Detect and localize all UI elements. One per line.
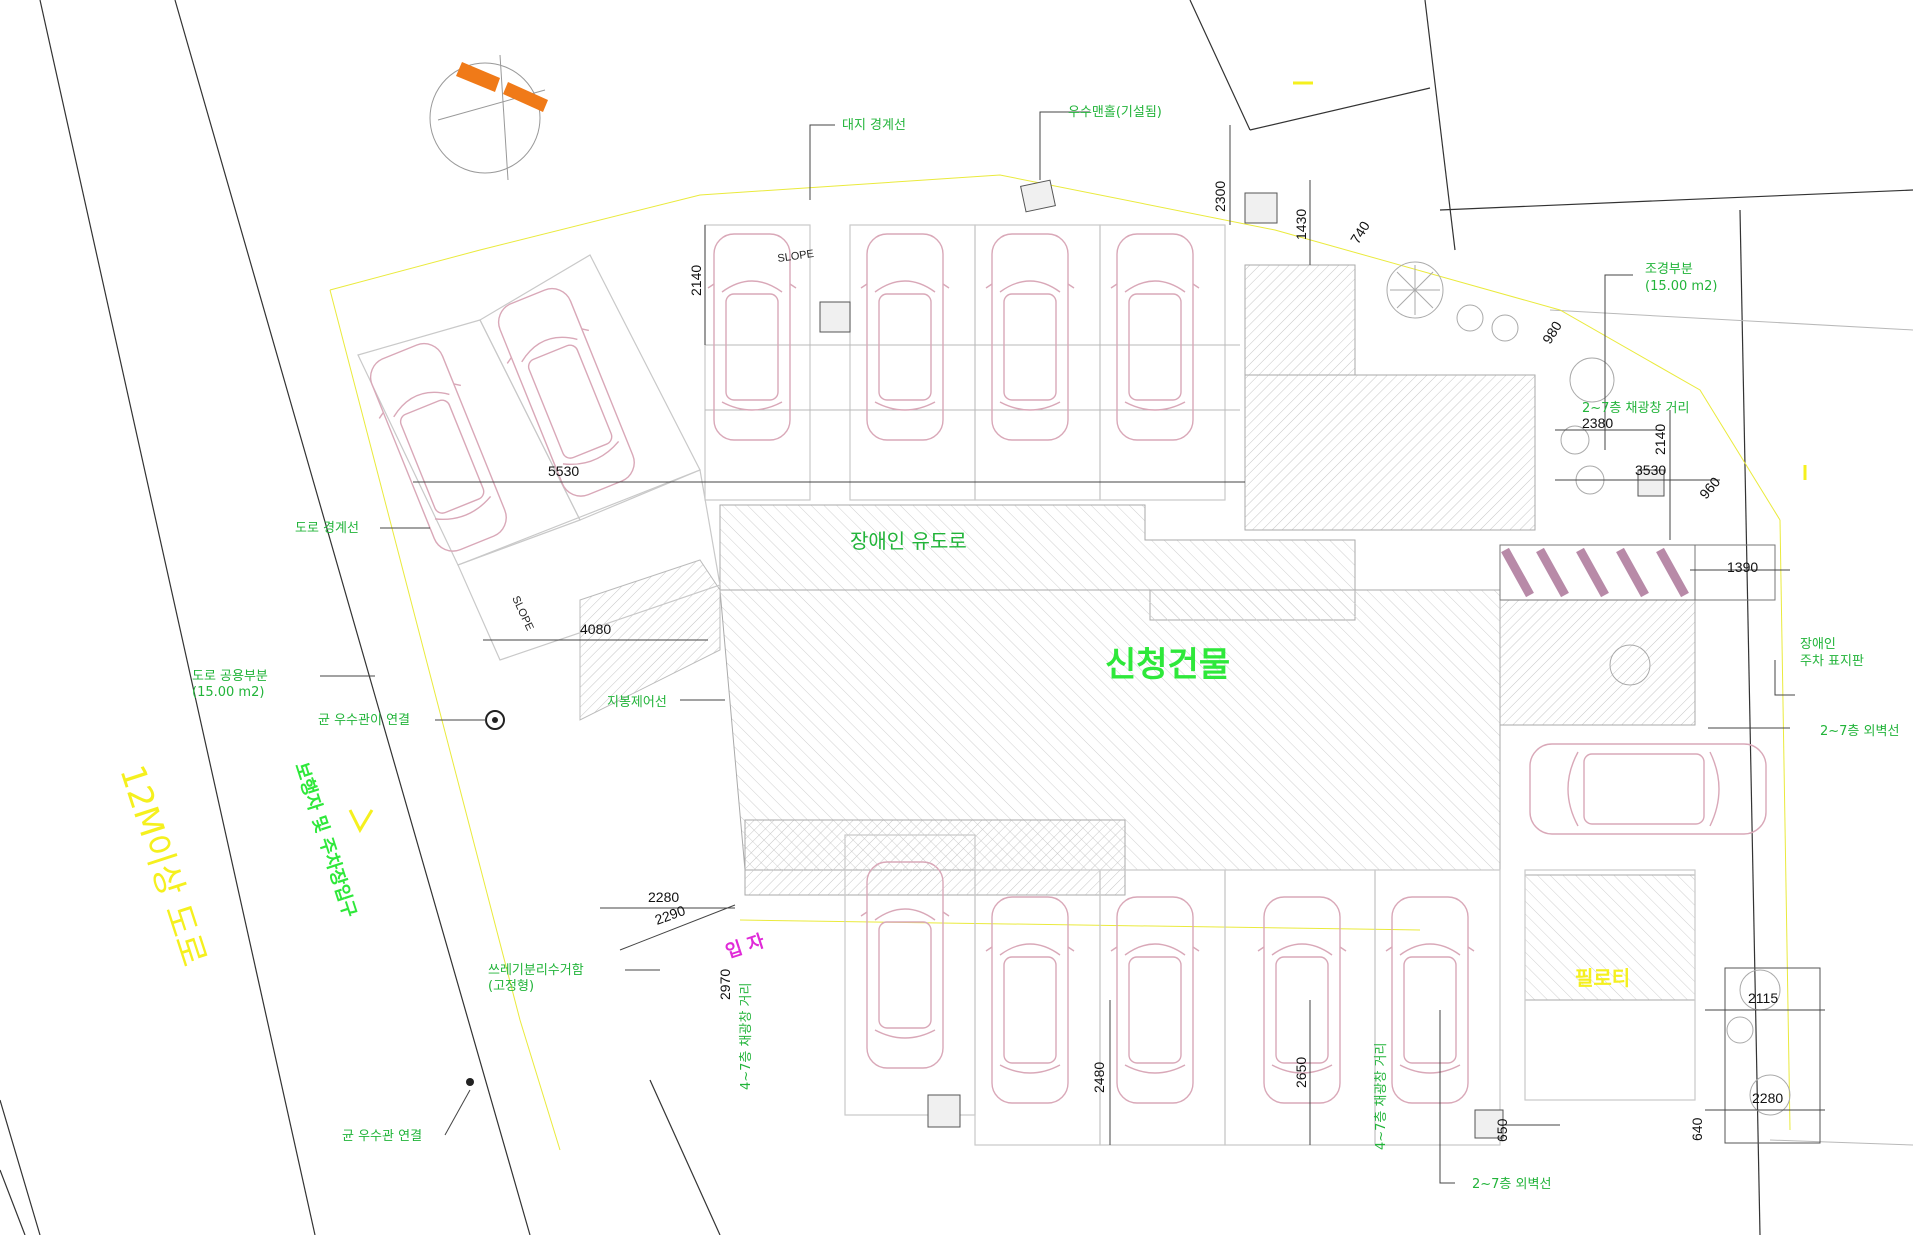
dim-1430: 1430 <box>1293 209 1309 240</box>
building-footprint <box>579 264 1696 1001</box>
disabled-parking-label: 장애인 <box>1800 637 1836 652</box>
dimension-lines <box>413 125 1825 1145</box>
pedestrian-label: 보행자 및 주차장입구 <box>290 760 361 920</box>
dim-960: 960 <box>1696 474 1723 502</box>
rain-connect-label: 균 우수관이 연결 <box>318 713 410 728</box>
road-name-label: 12M이상 도로 <box>111 760 213 971</box>
parking-stalls-top <box>704 224 1240 501</box>
dim-2280b: 2280 <box>1752 1090 1783 1106</box>
road-boundary-label: 도로 경계선 <box>295 521 359 536</box>
dim-980: 980 <box>1539 318 1565 346</box>
rain-basin-label: 우수맨홀(기설됨) <box>1068 105 1162 120</box>
building-label: 신청건물 <box>1105 645 1230 685</box>
parking-stalls-bottom <box>844 834 1696 1146</box>
disabled-parking-label-2: 주차 표지판 <box>1800 654 1864 669</box>
dim-2140a: 2140 <box>688 265 704 296</box>
balcony-label: 필로티 <box>1575 966 1630 990</box>
dim-2280a: 2280 <box>648 889 679 905</box>
dim-2650: 2650 <box>1293 1057 1309 1088</box>
slope-label-1: SLOPE <box>777 248 815 265</box>
dim-3530: 3530 <box>1635 462 1666 478</box>
dim-640: 640 <box>1689 1117 1705 1141</box>
disabled-stripe <box>1499 544 1776 601</box>
site-boundary <box>329 174 1791 1151</box>
landscape-plants <box>1386 261 1821 1144</box>
landscape-label: 조경부분 <box>1645 262 1693 277</box>
boundary-label: 대지 경계선 <box>842 118 906 133</box>
dim-4080: 4080 <box>580 621 611 637</box>
road-share-label: 도로 공용부분 <box>192 669 268 684</box>
dim-2140b: 2140 <box>1652 424 1668 455</box>
entrance-mark: 입 자 <box>723 930 768 963</box>
trash-sub-label: (고정형) <box>488 979 534 994</box>
dim-2380: 2380 <box>1582 415 1613 431</box>
dist-vertical-mid: 4~7층 채광창 거리 <box>1374 1043 1389 1150</box>
road-share-area: (15.00 m2) <box>192 685 264 700</box>
dist-vertical-left: 4~7층 채광창 거리 <box>739 983 754 1090</box>
landscape-area: (15.00 m2) <box>1645 279 1717 294</box>
dim-5530: 5530 <box>548 463 579 479</box>
leader-lines <box>320 111 1795 1184</box>
disabled-path-label: 장애인 유도로 <box>850 529 967 553</box>
dim-2480: 2480 <box>1091 1062 1107 1093</box>
dim-650: 650 <box>1494 1118 1510 1142</box>
dim-1390: 1390 <box>1727 559 1758 575</box>
yellow-marks <box>348 81 1807 834</box>
dim-2290: 2290 <box>653 902 688 928</box>
building-line-label: 지봉제어선 <box>607 695 667 710</box>
grates <box>466 179 1665 1139</box>
parking-dist-top: 2~7층 채광창 거리 <box>1582 401 1689 416</box>
north-compass <box>429 54 548 181</box>
setback-bottom-label: 2~7층 외벽선 <box>1472 1177 1551 1192</box>
slope-label-2: SLOPE <box>509 594 535 632</box>
trash-label: 쓰레기분리수거함 <box>488 963 584 978</box>
dim-2300: 2300 <box>1212 181 1228 212</box>
parking-stalls-left <box>357 254 721 661</box>
rain-pipe-label: 균 우수관 연결 <box>342 1129 422 1144</box>
dim-2970: 2970 <box>717 969 733 1000</box>
dim-740: 740 <box>1347 218 1373 246</box>
dim-2115: 2115 <box>1748 990 1778 1006</box>
setback-right-label: 2~7층 외벽선 <box>1820 724 1899 739</box>
